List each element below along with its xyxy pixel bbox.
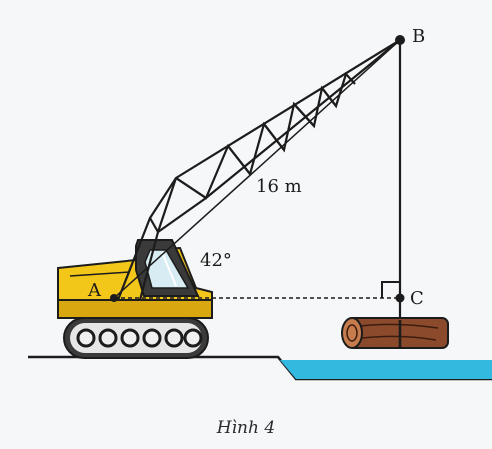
label-length: 16 m — [256, 176, 302, 197]
water — [280, 360, 492, 379]
point-b-dot — [395, 35, 405, 45]
segment-ab — [113, 39, 401, 299]
point-c-dot — [395, 293, 405, 303]
label-b: B — [412, 26, 425, 47]
figure-caption: Hình 4 — [216, 418, 276, 438]
log — [341, 317, 449, 349]
right-angle-marker — [381, 281, 400, 298]
label-c: C — [410, 288, 424, 309]
crane-boom — [116, 39, 401, 301]
point-a-dot — [110, 294, 118, 302]
crane-tracks — [63, 317, 209, 359]
label-a: A — [87, 280, 102, 301]
label-angle: 42° — [200, 250, 232, 271]
